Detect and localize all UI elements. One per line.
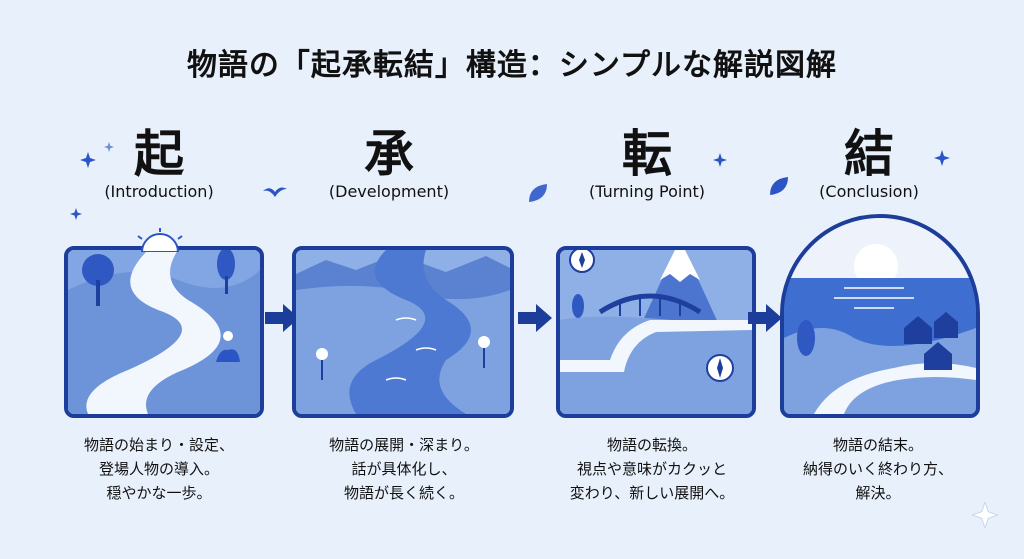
stage-description: 物語の転換。 視点や意味がカクッと 変わり、新しい展開へ。 xyxy=(569,436,735,502)
stage-development: 承 (Development) xyxy=(274,128,504,201)
sunset-sea-village-landscape-icon xyxy=(780,214,980,418)
bird-icon xyxy=(263,187,287,197)
stage-english: (Development) xyxy=(328,182,450,201)
sparkle-icon xyxy=(80,152,96,168)
stage-description: 物語の展開・深まり。 話が具体化し、 物語が長く続く。 xyxy=(329,436,479,502)
leaf-icon xyxy=(529,184,547,202)
arrow-right-icon xyxy=(518,304,552,332)
sparkle-icon xyxy=(934,150,950,166)
stage-kanji: 起 xyxy=(134,125,184,183)
stage-kanji: 転 xyxy=(622,125,672,183)
stage-english: (Turning Point) xyxy=(589,182,705,201)
sparkle-icon xyxy=(104,142,114,152)
sparkle-icon xyxy=(713,153,727,167)
stage-description: 物語の結末。 納得のいく終わり方、 解決。 xyxy=(802,436,953,502)
page-title: 物語の「起承転結」構造：シンプルな解説図解 xyxy=(186,48,838,83)
sparkle-icon xyxy=(70,208,82,220)
stage-english: (Conclusion) xyxy=(819,182,919,201)
stage-conclusion: 結 (Conclusion) xyxy=(754,128,984,201)
leaf-icon xyxy=(770,177,788,195)
winding-path-landscape-icon xyxy=(64,246,264,418)
stage-kanji: 承 xyxy=(364,125,414,183)
arrow-right-icon xyxy=(265,304,299,332)
arrow-right-icon xyxy=(748,304,782,332)
stage-turning-point: 転 (Turning Point) xyxy=(532,128,762,201)
stage-kanji: 結 xyxy=(844,125,894,183)
sun-icon xyxy=(137,228,183,252)
stage-description: 物語の始まり・設定、 登場人物の導入。 穏やかな一歩。 xyxy=(83,436,234,502)
flowing-river-landscape-icon xyxy=(292,246,514,418)
stage-introduction: 起 (Introduction) xyxy=(44,128,274,201)
stage-english: (Introduction) xyxy=(104,182,214,201)
bridge-and-mountain-landscape-icon xyxy=(556,246,756,418)
sparkle-icon xyxy=(972,502,998,528)
